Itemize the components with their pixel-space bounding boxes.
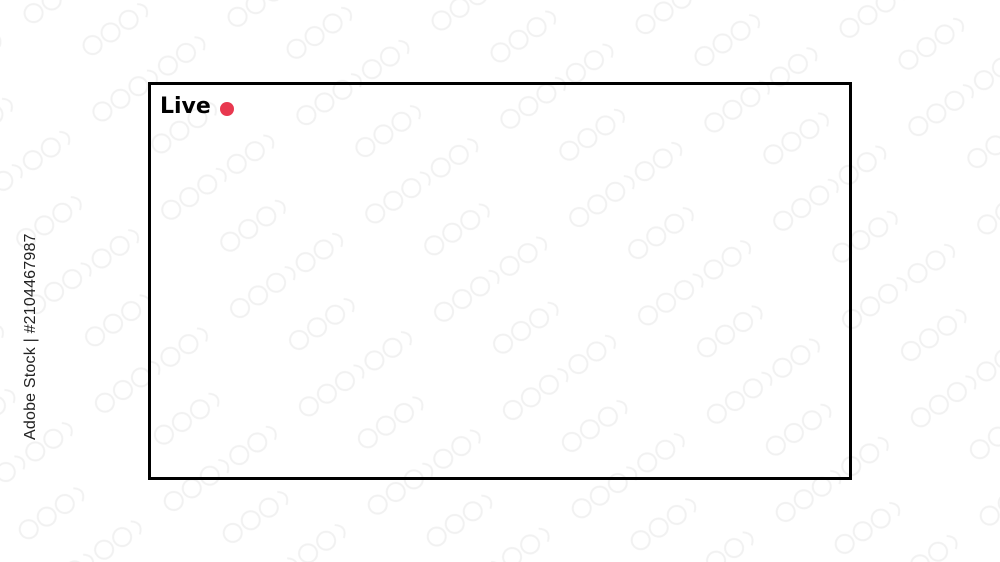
recording-dot-icon [219, 101, 234, 116]
live-label: Live [160, 94, 211, 119]
live-stream-frame: Live [148, 82, 852, 480]
stock-credit-text: Adobe Stock | #2104467987 [22, 233, 39, 440]
live-indicator: Live [160, 94, 234, 120]
